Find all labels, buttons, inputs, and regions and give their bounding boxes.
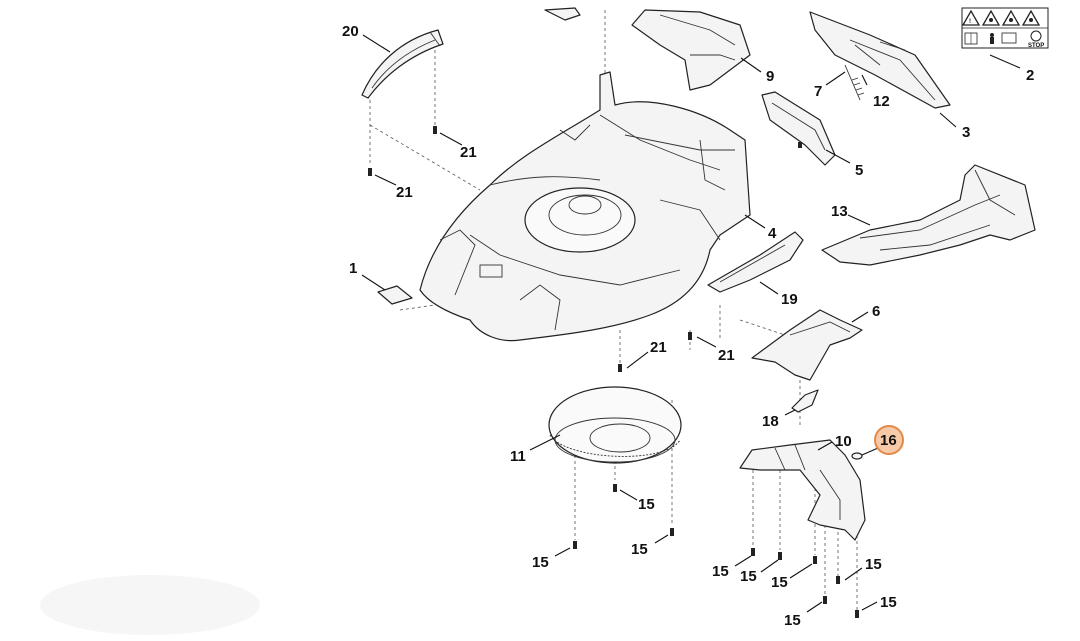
part-5-cover <box>761 91 836 166</box>
hand-hazard-icon <box>981 9 1001 26</box>
warning-triangle-icon: ! <box>961 9 981 26</box>
screw <box>670 528 674 536</box>
callout-21: 21 <box>396 184 413 201</box>
part-1-label-plate <box>377 285 413 305</box>
part-3-rear-flap <box>809 11 951 109</box>
screw <box>813 556 817 564</box>
callout-21: 21 <box>718 347 735 364</box>
callout-labels: 20 21 21 1 21 21 11 15 15 15 9 7 12 2 3 … <box>342 23 1034 629</box>
screw <box>433 126 437 134</box>
callout-19: 19 <box>781 291 798 308</box>
person-icon <box>990 33 994 44</box>
part-10-rear-housing <box>739 439 866 541</box>
engine-icon <box>1001 32 1017 44</box>
callout-15: 15 <box>880 594 897 611</box>
callout-20: 20 <box>342 23 359 40</box>
warning-label: ! STOP <box>961 7 1049 49</box>
screw <box>798 142 802 148</box>
callout-15: 15 <box>771 574 788 591</box>
part-13-chute <box>821 164 1036 266</box>
part-9-bracket <box>631 9 751 91</box>
screw <box>573 541 577 549</box>
stop-gear-icon: STOP <box>1028 30 1044 49</box>
callout-15: 15 <box>532 554 549 571</box>
part-12-rod <box>854 44 881 66</box>
callout-5: 5 <box>855 162 863 179</box>
stop-text: STOP <box>1028 43 1044 49</box>
screw <box>618 364 622 372</box>
screw <box>823 596 827 604</box>
blurred-watermark-area <box>40 575 260 635</box>
screw <box>613 484 617 492</box>
callout-21: 21 <box>650 339 667 356</box>
screw <box>751 548 755 556</box>
callout-11: 11 <box>510 448 526 465</box>
callout-10: 10 <box>835 433 852 450</box>
callout-13: 13 <box>831 203 848 220</box>
callout-15: 15 <box>784 612 801 629</box>
callout-15: 15 <box>638 496 655 513</box>
part-11-blade-disc <box>548 386 682 464</box>
screw <box>688 332 692 340</box>
callout-18: 18 <box>762 413 779 430</box>
part-19-trim <box>707 231 804 293</box>
callout-12: 12 <box>873 93 890 110</box>
part-18-clip <box>791 389 819 413</box>
screw <box>855 610 859 618</box>
callout-21: 21 <box>460 144 477 161</box>
blade-hazard-icon <box>1021 9 1041 26</box>
callout-4: 4 <box>768 225 777 242</box>
screw <box>778 552 782 560</box>
callout-15: 15 <box>712 563 729 580</box>
leader-lines <box>361 34 1021 613</box>
mower-deck-housing <box>419 71 751 342</box>
part-16-ring <box>851 452 863 460</box>
partial-part-top <box>544 7 581 21</box>
screw <box>836 576 840 584</box>
callout-9: 9 <box>766 68 774 85</box>
part-20-grip <box>361 29 444 99</box>
callout-6: 6 <box>872 303 880 320</box>
callout-15: 15 <box>631 541 648 558</box>
manual-icon <box>964 32 978 45</box>
callout-3: 3 <box>962 124 970 141</box>
callout-16: 16 <box>880 432 897 449</box>
highlight-marker-16[interactable] <box>874 425 904 455</box>
svg-text:!: ! <box>969 19 971 25</box>
screw <box>368 168 372 176</box>
callout-1: 1 <box>349 260 357 277</box>
part-6-deflector <box>751 309 863 381</box>
callout-7: 7 <box>814 83 822 100</box>
callout-15: 15 <box>865 556 882 573</box>
callout-2: 2 <box>1026 67 1034 84</box>
thrown-objects-icon <box>1001 9 1021 26</box>
callout-15: 15 <box>740 568 757 585</box>
screws <box>368 126 859 618</box>
part-7-spring <box>844 64 865 101</box>
